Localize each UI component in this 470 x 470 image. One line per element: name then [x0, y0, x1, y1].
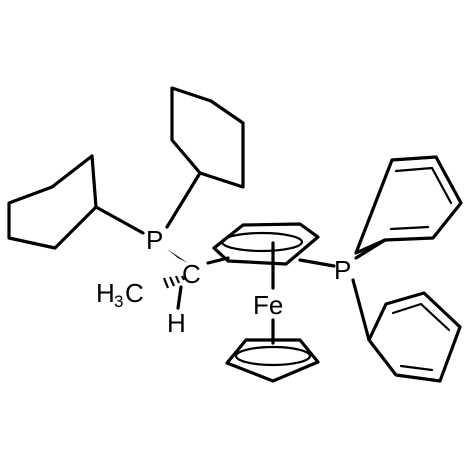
bond-cp-p [298, 258, 336, 268]
carbon-label: C [182, 259, 201, 289]
methyl-c-label: C [125, 278, 144, 308]
methyl-subscript-label: 3 [114, 292, 123, 311]
hashed-bond-c-ch3 [162, 275, 185, 289]
hydrogen-label: H [167, 308, 186, 338]
phosphorus-right-label: P [334, 255, 351, 285]
upper-cyclohexyl-ring [170, 86, 245, 189]
bond-p-left-cyclohexyl [94, 205, 145, 235]
iron-label: Fe [253, 290, 283, 320]
bond-p-upper-cyclohexyl [165, 171, 202, 229]
bond-p-lower-phenyl [351, 278, 371, 342]
lower-cyclopentadienyl-ring [225, 338, 320, 383]
upper-phenyl-ring [354, 155, 463, 255]
wedge-bond-p-c [167, 249, 188, 263]
methyl-h-label: H [96, 278, 115, 308]
left-cyclohexyl-ring [7, 154, 98, 250]
bond-p-upper-phenyl [354, 238, 387, 260]
lower-phenyl-ring [367, 291, 462, 383]
upper-cyclopentadienyl-ring [212, 222, 320, 266]
phosphorus-left-label: P [146, 225, 163, 255]
bond-c-h [176, 285, 183, 310]
